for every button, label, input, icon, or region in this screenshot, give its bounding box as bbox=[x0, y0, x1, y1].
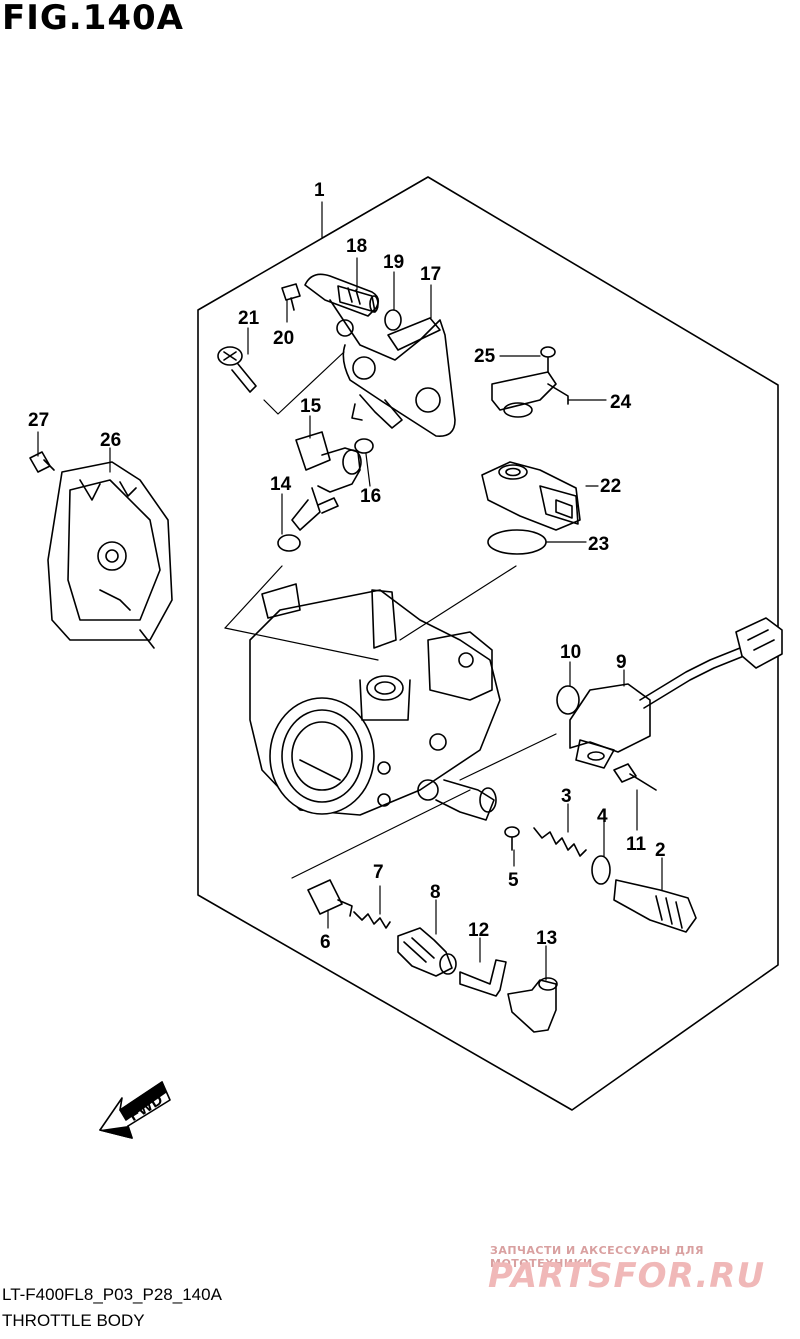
part-14-seal bbox=[277, 534, 301, 552]
callout-22: 22 bbox=[600, 476, 621, 497]
part-20-screw bbox=[281, 283, 301, 311]
figure-title: FIG.140A bbox=[2, 0, 184, 38]
callout-24: 24 bbox=[610, 392, 632, 413]
part-19-o-ring bbox=[384, 309, 402, 331]
callout-14: 14 bbox=[270, 474, 292, 495]
callout-17: 17 bbox=[420, 264, 441, 285]
callout-10: 10 bbox=[560, 642, 581, 663]
diagram-name: THROTTLE BODY bbox=[2, 1311, 145, 1330]
part-25-screw bbox=[540, 346, 556, 373]
diagram-code: LT-F400FL8_P03_P28_140A bbox=[2, 1285, 222, 1304]
part-24-bracket bbox=[491, 371, 569, 418]
callout-4: 4 bbox=[597, 806, 608, 827]
callout-16: 16 bbox=[360, 486, 381, 507]
part-18-joint bbox=[337, 285, 379, 313]
watermark-tagline: ЗАПЧАСТИ И АКСЕССУАРЫ ДЛЯ МОТОТЕХНИКИ bbox=[490, 1244, 705, 1270]
part-23-o-ring bbox=[487, 529, 547, 555]
callout-21: 21 bbox=[238, 308, 260, 329]
part-7-spring bbox=[353, 911, 391, 929]
part-15-injector bbox=[291, 431, 362, 531]
callout-labels: 1 2 3 4 5 6 7 8 9 10 11 12 13 14 15 16 1… bbox=[28, 180, 666, 953]
callout-20: 20 bbox=[273, 328, 294, 349]
callout-25: 25 bbox=[474, 346, 496, 367]
part-3-spring bbox=[533, 827, 587, 857]
callout-3: 3 bbox=[561, 786, 572, 807]
callout-13: 13 bbox=[536, 928, 557, 949]
part-2-screw bbox=[613, 879, 697, 933]
callout-6: 6 bbox=[320, 932, 331, 953]
callout-19: 19 bbox=[383, 252, 404, 273]
callout-9: 9 bbox=[616, 652, 627, 673]
callout-26: 26 bbox=[100, 430, 121, 451]
part-10-o-ring bbox=[556, 685, 580, 715]
part-27-bolt bbox=[29, 451, 55, 473]
callout-12: 12 bbox=[468, 920, 489, 941]
part-6-plunger bbox=[307, 879, 353, 917]
callout-27: 27 bbox=[28, 410, 49, 431]
part-1-throttle-body bbox=[249, 583, 501, 821]
callout-15: 15 bbox=[300, 396, 322, 417]
part-8-fitting bbox=[397, 927, 457, 977]
callout-11: 11 bbox=[626, 834, 647, 855]
part-12-pipe bbox=[459, 959, 507, 997]
part-22-sensor bbox=[481, 461, 581, 531]
part-4-o-ring bbox=[591, 855, 611, 885]
callout-2: 2 bbox=[655, 840, 666, 861]
part-5-screw bbox=[504, 826, 520, 851]
callout-7: 7 bbox=[373, 862, 384, 883]
fwd-arrow-icon: FWD bbox=[99, 1081, 171, 1139]
part-16-o-ring bbox=[354, 438, 374, 454]
callout-1: 1 bbox=[314, 180, 325, 201]
watermark-logo: PARTSFOR.RU bbox=[488, 1256, 766, 1296]
part-9-sensor-harness bbox=[569, 617, 783, 769]
part-21-bolt bbox=[217, 346, 257, 393]
leader-lines bbox=[37, 176, 663, 981]
part-11-screw bbox=[613, 763, 657, 791]
part-26-cover bbox=[47, 461, 173, 649]
callout-5: 5 bbox=[508, 870, 519, 891]
callout-8: 8 bbox=[430, 882, 441, 903]
part-17-fuel-rail bbox=[304, 273, 456, 437]
callout-23: 23 bbox=[588, 534, 609, 555]
part-13-elbow bbox=[507, 977, 558, 1033]
callout-18: 18 bbox=[346, 236, 367, 257]
